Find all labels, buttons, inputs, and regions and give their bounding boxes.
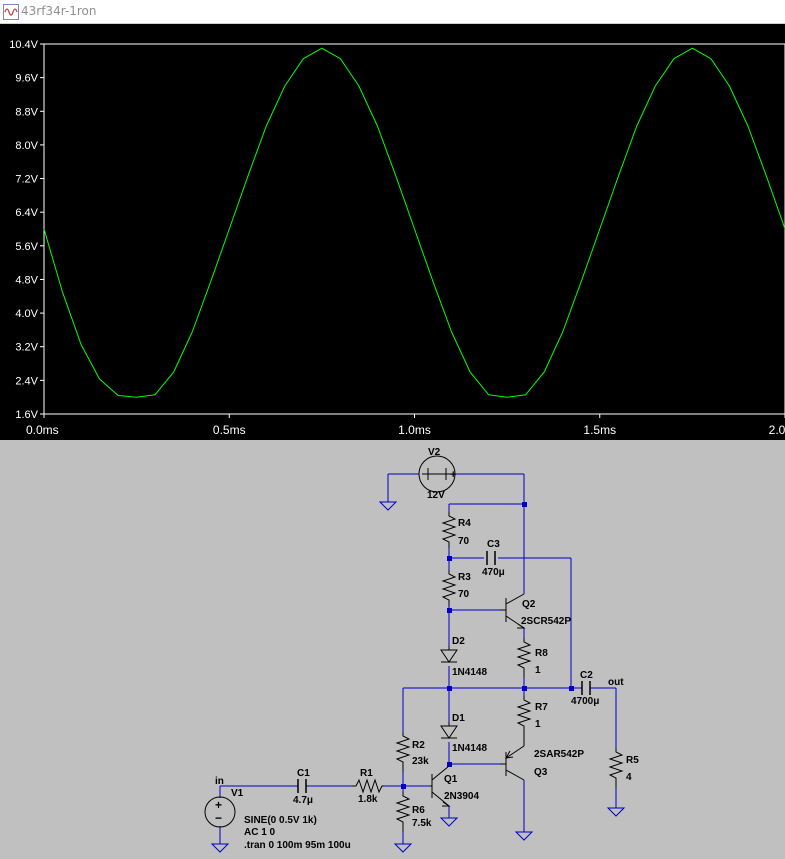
x-tick-label: 0.0ms xyxy=(26,423,59,437)
wires xyxy=(219,473,617,844)
v1-name: V1 xyxy=(231,788,244,799)
y-tick-label: 4.8V xyxy=(15,274,38,286)
c2-name: C2 xyxy=(580,670,593,681)
y-tick-label: 1.6V xyxy=(15,409,38,421)
out-label: out xyxy=(608,677,624,688)
resistor-r6[interactable] xyxy=(395,792,411,832)
y-tick-label: 4.0V xyxy=(15,308,38,320)
resistor-r3[interactable] xyxy=(441,570,457,606)
capacitor-c2[interactable] xyxy=(581,681,591,695)
x-axis: 0.0ms 0.5ms 1.0ms 1.5ms 2.0ms xyxy=(26,414,785,437)
r7-name: R7 xyxy=(535,702,548,713)
v2-plus-sign: + xyxy=(450,469,456,481)
r3-value: 70 xyxy=(458,589,470,600)
q3-value: 2SAR542P xyxy=(534,749,584,760)
y-tick-label: 9.6V xyxy=(15,73,38,85)
in-label: in xyxy=(215,776,224,787)
transistor-q1-icon[interactable] xyxy=(430,765,451,807)
capacitor-c1[interactable] xyxy=(297,779,307,793)
waveform-plot-pane[interactable]: 10.4V 9.6V 8.8V 8.0V 7.2V 6.4V 5.6V 4.8V 4.0V 3.2… xyxy=(0,24,785,440)
d1-name: D1 xyxy=(452,713,465,724)
r4-name: R4 xyxy=(458,518,471,529)
diode-d2-icon[interactable] xyxy=(440,646,458,663)
v1-plus-sign: + xyxy=(215,798,222,812)
r6-name: R6 xyxy=(412,805,425,816)
spice-directive-tran[interactable]: .tran 0 100m 95m 100u xyxy=(244,840,351,851)
y-tick-label: 10.4V xyxy=(9,39,38,51)
c1-value: 4.7μ xyxy=(293,795,313,806)
y-tick-label: 8.8V xyxy=(15,106,38,118)
transistor-q2-icon[interactable] xyxy=(500,593,526,629)
q2-value: 2SCR542P xyxy=(521,616,571,627)
y-tick-label: 2.4V xyxy=(15,375,38,387)
transistor-q3-icon[interactable] xyxy=(500,734,525,781)
schematic-pane[interactable]: + + − V2 12V R4 70 C3 470μ R3 70 Q2 2SCR… xyxy=(0,440,785,854)
spice-directive-ac[interactable]: AC 1 0 xyxy=(244,827,276,838)
r6-value: 7.5k xyxy=(412,818,432,829)
r3-name: R3 xyxy=(458,572,471,583)
waveform-app-icon xyxy=(3,4,19,20)
voltage-source-v2-icon[interactable]: + xyxy=(418,455,456,493)
r5-name: R5 xyxy=(626,755,639,766)
trace-group xyxy=(43,47,785,398)
y-axis: 10.4V 9.6V 8.8V 8.0V 7.2V 6.4V 5.6V 4.8V 4.0V 3.2… xyxy=(9,39,44,421)
x-tick-label: 1.0ms xyxy=(398,423,431,437)
resistor-r5[interactable] xyxy=(608,748,624,788)
spice-directive-sine[interactable]: SINE(0 0.5V 1k) xyxy=(244,815,317,826)
y-tick-label: 3.2V xyxy=(15,342,38,354)
y-tick-label: 8.0V xyxy=(15,140,38,152)
c1-name: C1 xyxy=(297,768,310,779)
window-title: 43rf34r-1ron xyxy=(21,4,97,18)
v2-name: V2 xyxy=(428,447,441,458)
r7-value: 1 xyxy=(535,719,541,730)
v1-minus-sign: − xyxy=(215,811,222,825)
d2-name: D2 xyxy=(452,636,465,647)
q2-name: Q2 xyxy=(522,599,536,610)
d2-value: 1N4148 xyxy=(452,667,487,678)
window-titlebar: 43rf34r-1ron xyxy=(0,0,785,24)
x-tick-label: 0.5ms xyxy=(213,423,246,437)
r8-value: 1 xyxy=(535,665,541,676)
junction-dots xyxy=(401,502,574,789)
r1-name: R1 xyxy=(360,768,373,779)
y-tick-label: 6.4V xyxy=(15,207,38,219)
c2-value: 4700μ xyxy=(571,696,599,707)
diode-d1-icon[interactable] xyxy=(440,722,458,739)
v2-value: 12V xyxy=(427,490,445,501)
voltage-source-v1-icon[interactable]: + − xyxy=(204,796,236,828)
c3-name: C3 xyxy=(487,539,500,550)
r2-value: 23k xyxy=(412,756,429,767)
q1-value: 2N3904 xyxy=(444,791,479,802)
r4-value: 70 xyxy=(458,536,470,547)
capacitor-c3[interactable] xyxy=(486,551,496,565)
series-line[interactable] xyxy=(43,47,785,398)
y-tick-label: 5.6V xyxy=(15,241,38,253)
schematic-labels: V2 12V R4 70 C3 470μ R3 70 Q2 2SCR542P D… xyxy=(215,447,639,851)
x-tick-label: 1.5ms xyxy=(583,423,616,437)
q3-name: Q3 xyxy=(534,767,548,778)
c3-value: 470μ xyxy=(482,567,505,578)
resistor-r7[interactable] xyxy=(516,696,532,734)
waveform-plot[interactable]: 10.4V 9.6V 8.8V 8.0V 7.2V 6.4V 5.6V 4.8V 4.0V 3.2… xyxy=(0,24,785,440)
resistor-r2[interactable] xyxy=(395,732,411,772)
schematic-canvas[interactable]: + + − V2 12V R4 70 C3 470μ R3 70 Q2 2SCR… xyxy=(0,440,785,854)
ground-symbols xyxy=(210,501,626,853)
resistor-r1[interactable] xyxy=(352,778,384,794)
q1-name: Q1 xyxy=(444,774,458,785)
r5-value: 4 xyxy=(626,772,632,783)
resistor-r8[interactable] xyxy=(516,638,532,678)
r1-value: 1.8k xyxy=(358,794,378,805)
x-tick-label: 2.0ms xyxy=(769,423,785,437)
r8-name: R8 xyxy=(535,648,548,659)
d1-value: 1N4148 xyxy=(452,743,487,754)
resistor-r4[interactable] xyxy=(441,512,457,548)
y-tick-label: 7.2V xyxy=(15,174,38,186)
r2-name: R2 xyxy=(412,740,425,751)
